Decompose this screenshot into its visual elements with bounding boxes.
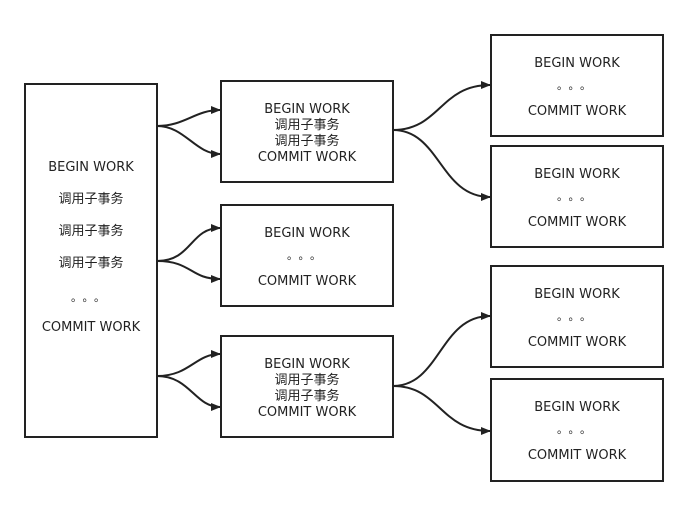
tx2-begin-work: BEGIN WORK [264, 226, 350, 241]
leaf3-begin-work: BEGIN WORK [534, 287, 620, 302]
arrow-root-to-tx1-a [156, 106, 221, 127]
leaf2-begin-work: BEGIN WORK [534, 167, 620, 182]
root-call-subtx-3: 调用子事务 [58, 256, 124, 271]
leaf1-commit-work: COMMIT WORK [527, 104, 627, 119]
root-begin-work: BEGIN WORK [48, 160, 134, 175]
leaf3-commit-work: COMMIT WORK [527, 335, 627, 350]
root-transaction-box: BEGIN WORK 调用子事务 调用子事务 调用子事务 。。。 COMMIT … [24, 83, 158, 438]
tx1-call-subtx-1: 调用子事务 [274, 118, 340, 133]
leaf2-commit-work: COMMIT WORK [527, 215, 627, 230]
root-ellipsis: 。。。 [71, 291, 111, 304]
leaf4-commit-work: COMMIT WORK [527, 448, 627, 463]
tx2-ellipsis: 。。。 [287, 249, 327, 262]
leaf4-begin-work: BEGIN WORK [534, 400, 620, 415]
arrow-root-to-tx1-b [156, 125, 221, 158]
leaf1-ellipsis: 。。。 [557, 79, 597, 92]
arrow-root-to-tx2-a [156, 224, 221, 262]
arrow-root-to-tx3-a [156, 350, 221, 377]
root-call-subtx-2: 调用子事务 [58, 224, 124, 239]
tx1-begin-work: BEGIN WORK [264, 102, 350, 117]
leaf1-begin-work: BEGIN WORK [534, 56, 620, 71]
leaf4-ellipsis: 。。。 [557, 423, 597, 436]
leaf3-ellipsis: 。。。 [557, 310, 597, 323]
tx1-call-subtx-2: 调用子事务 [274, 134, 340, 149]
leaf-transaction-box-1: BEGIN WORK 。。。 COMMIT WORK [490, 34, 664, 137]
leaf-transaction-box-2: BEGIN WORK 。。。 COMMIT WORK [490, 145, 664, 248]
sub-transaction-box-2: BEGIN WORK 。。。 COMMIT WORK [220, 204, 394, 307]
leaf2-ellipsis: 。。。 [557, 190, 597, 203]
arrow-tx1-to-leaf2 [392, 129, 491, 201]
tx2-commit-work: COMMIT WORK [257, 274, 357, 289]
leaf-transaction-box-3: BEGIN WORK 。。。 COMMIT WORK [490, 265, 664, 368]
tx3-call-subtx-1: 调用子事务 [274, 373, 340, 388]
arrow-root-to-tx2-b [156, 260, 221, 283]
leaf-transaction-box-4: BEGIN WORK 。。。 COMMIT WORK [490, 378, 664, 482]
tx3-begin-work: BEGIN WORK [264, 357, 350, 372]
arrow-tx3-to-leaf4 [392, 385, 491, 435]
tx1-commit-work: COMMIT WORK [257, 150, 357, 165]
root-call-subtx-1: 调用子事务 [58, 192, 124, 207]
sub-transaction-box-1: BEGIN WORK 调用子事务 调用子事务 COMMIT WORK [220, 80, 394, 183]
arrow-root-to-tx3-b [156, 375, 221, 411]
root-commit-work: COMMIT WORK [41, 320, 141, 335]
arrow-tx3-to-leaf3 [392, 312, 491, 387]
tx3-call-subtx-2: 调用子事务 [274, 389, 340, 404]
tx3-commit-work: COMMIT WORK [257, 405, 357, 420]
arrow-tx1-to-leaf1 [392, 81, 491, 131]
sub-transaction-box-3: BEGIN WORK 调用子事务 调用子事务 COMMIT WORK [220, 335, 394, 438]
